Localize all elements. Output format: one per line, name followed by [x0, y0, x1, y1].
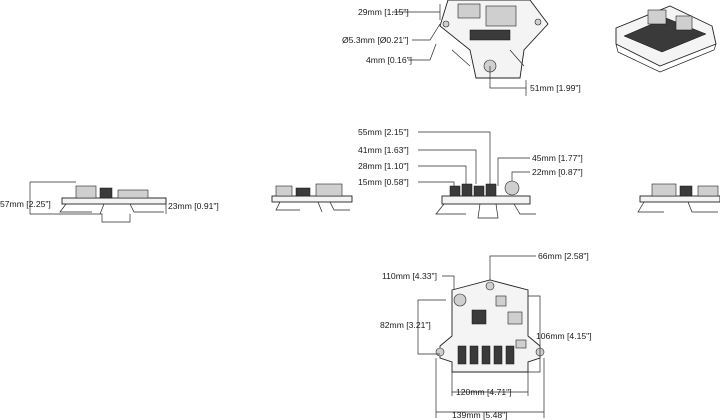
dim-line-top-h	[392, 4, 441, 20]
label-top-h: 29mm [1.15"]	[358, 7, 409, 17]
front-feet	[435, 203, 536, 219]
side-left-board	[61, 197, 167, 205]
dim-line-bot-110	[442, 275, 455, 290]
label-bot-106: 106mm [4.15"]	[536, 331, 592, 341]
bottom-view	[435, 279, 545, 373]
side-right-board	[639, 195, 720, 203]
dim-line-top-51	[489, 66, 527, 96]
iso-component	[675, 15, 693, 31]
side-view-2	[271, 183, 353, 213]
bottom-component	[453, 293, 467, 307]
isometric-view	[615, 5, 717, 73]
label-front-22: 22mm [0.87"]	[532, 167, 583, 177]
front-connector	[485, 183, 497, 197]
dim-line-bot-66	[489, 255, 536, 280]
side-2-board	[271, 195, 353, 203]
side-left-component	[117, 189, 149, 199]
iso-component	[647, 9, 667, 25]
side-right-feet	[637, 201, 718, 213]
top-view-component	[485, 5, 517, 27]
dim-line-left-57	[29, 181, 131, 223]
front-component	[504, 180, 520, 196]
iso-edge	[615, 43, 717, 73]
label-bot-66: 66mm [2.58"]	[538, 251, 589, 261]
bottom-connector	[469, 345, 479, 365]
dim-line-bot-139	[435, 358, 545, 418]
label-top-51: 51mm [1.99"]	[530, 83, 581, 93]
dim-line-bot-82	[417, 299, 446, 355]
dim-line-top-4	[408, 43, 437, 61]
side-view-right	[637, 183, 720, 213]
side-2-feet	[275, 201, 350, 213]
top-view-mount-hole	[534, 18, 542, 26]
label-left-57: 57mm [2.25"]	[0, 199, 51, 209]
side-right-component	[651, 183, 677, 197]
label-front-45: 45mm [1.77"]	[532, 153, 583, 163]
bottom-mount-hole	[435, 347, 445, 357]
side-2-component	[315, 183, 343, 197]
label-front-41: 41mm [1.63"]	[358, 145, 409, 155]
top-view-edge	[451, 49, 471, 67]
top-view	[439, 0, 549, 79]
side-left-component	[75, 185, 97, 199]
top-view-component	[457, 3, 481, 19]
dim-line-bot-120	[451, 372, 529, 396]
top-view-edge	[509, 49, 525, 67]
dim-line-bot-106	[528, 295, 541, 373]
label-front-15: 15mm [0.58"]	[358, 177, 409, 187]
bottom-connector	[481, 345, 491, 365]
dim-line-front-28	[418, 165, 467, 184]
bottom-connector	[493, 345, 503, 365]
dim-line-left-23	[150, 197, 167, 214]
dim-line-front-15	[418, 181, 455, 186]
label-top-4: 4mm [0.16"]	[366, 55, 412, 65]
label-bot-110: 110mm [4.33"]	[382, 271, 437, 281]
bottom-connector	[457, 345, 467, 365]
front-view	[435, 180, 536, 219]
front-connector	[461, 183, 473, 197]
front-connector	[449, 185, 461, 197]
dim-line-front-22	[511, 171, 530, 181]
label-bot-139: 139mm [5.48"]	[452, 410, 508, 420]
bottom-chip	[471, 309, 487, 325]
bottom-connector	[505, 345, 515, 365]
side-left-feet	[59, 203, 164, 215]
bottom-component	[515, 339, 527, 349]
dim-line-front-55	[418, 131, 491, 186]
side-right-component	[679, 185, 693, 197]
side-right-component	[697, 185, 719, 197]
top-view-mount-hole	[442, 20, 450, 28]
top-view-connector	[469, 29, 511, 41]
side-2-component	[275, 185, 293, 197]
dim-line-top-hole	[412, 23, 441, 41]
label-front-28: 28mm [1.10"]	[358, 161, 409, 171]
side-left-component	[99, 187, 113, 199]
dim-line-front-45	[497, 157, 530, 186]
label-bot-120: 120mm [4.71"]	[456, 387, 512, 397]
front-connector	[473, 185, 485, 197]
label-front-55: 55mm [2.15"]	[358, 127, 409, 137]
label-bot-82: 82mm [3.21"]	[380, 320, 431, 330]
bottom-component	[495, 295, 507, 307]
side-view-left	[59, 185, 167, 215]
label-top-hole: Ø5.3mm [Ø0.21"]	[342, 35, 409, 45]
bottom-component	[507, 311, 523, 325]
front-board	[441, 195, 531, 205]
bottom-mount-hole	[485, 281, 495, 291]
label-left-23: 23mm [0.91"]	[168, 201, 219, 211]
side-2-component	[295, 187, 311, 197]
dim-line-front-41	[418, 149, 477, 184]
